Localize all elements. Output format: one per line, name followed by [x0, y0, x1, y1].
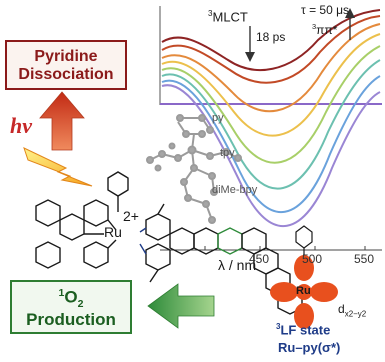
spectrum-trace	[161, 9, 381, 72]
pyridine-line2: Dissociation	[18, 66, 114, 84]
mlct-label: 3MLCT	[208, 9, 248, 25]
crystal-structure	[146, 114, 242, 224]
tpy-label: tpy	[220, 147, 235, 159]
dissociation-arrow	[39, 91, 85, 151]
lightning-bolt-icon	[23, 147, 93, 187]
spectrum-trace	[161, 45, 381, 164]
orbital-lobe-right	[310, 282, 338, 302]
time-18ps-label: 18 ps	[256, 30, 286, 44]
x-tick-550: 550	[354, 252, 375, 266]
pipi-label: 3ππ*	[312, 22, 338, 37]
orbital-ru-label: Ru	[296, 285, 311, 297]
production-arrow	[147, 283, 215, 329]
x-axis-label: λ / nm	[218, 257, 257, 273]
complex-charge: 2+	[123, 208, 139, 224]
tau-label: τ = 50 μs	[301, 3, 350, 17]
spectrum-trace	[161, 75, 381, 213]
x-tick-500: 500	[302, 252, 323, 266]
orbital-lobe-top	[294, 255, 314, 281]
spectrum-trace	[161, 59, 381, 190]
o2-line1: 1O2	[58, 287, 84, 311]
o2-line2: Production	[26, 310, 116, 330]
d-orbital-diagram	[270, 225, 338, 329]
pyridine-dissociation-box: Pyridine Dissociation	[5, 40, 127, 90]
py-label: py	[212, 112, 224, 124]
orbital-lobe-left	[270, 282, 298, 302]
orbital-lobe-bottom	[294, 303, 314, 329]
pyridine-line1: Pyridine	[34, 48, 98, 65]
spectrum-trace	[161, 84, 381, 227]
spectrum-trace	[161, 23, 381, 113]
bpy-label: diMe-bpy	[212, 184, 258, 196]
x-tick-450: 450	[249, 252, 270, 266]
ru-complex-structure	[35, 171, 303, 315]
hv-label: hν	[10, 113, 32, 138]
ru-py-sigma-label: Ru–py(σ*)	[278, 340, 341, 355]
complex-metal-ru: Ru	[104, 224, 122, 240]
spectrum-trace	[161, 33, 381, 137]
singlet-oxygen-production-box: 1O2 Production	[10, 280, 132, 334]
lf-state-label: 3LF state	[276, 322, 331, 338]
d-orbital-label: dx2−y2	[338, 302, 367, 319]
spectrum-trace	[161, 15, 381, 84]
